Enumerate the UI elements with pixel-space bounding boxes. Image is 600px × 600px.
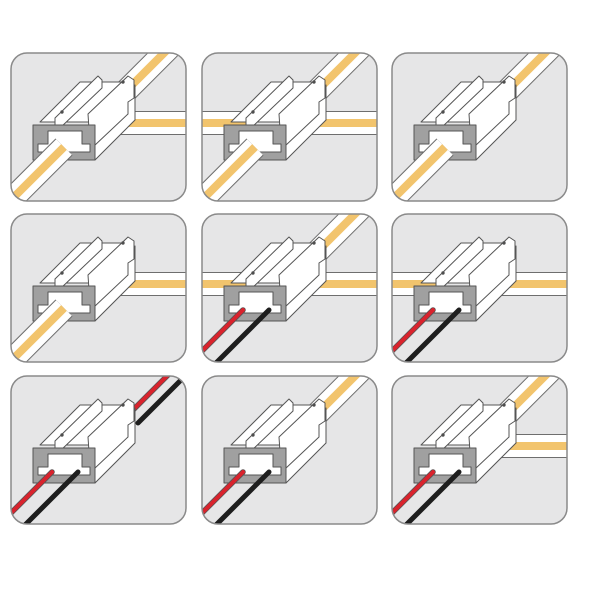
connector-body <box>223 236 327 322</box>
bottom-left-wires <box>392 469 462 524</box>
tile-strip-to-strip-cross <box>201 52 378 202</box>
connector-body <box>223 75 327 161</box>
connector-illustration <box>391 213 568 363</box>
bottom-left-wires <box>202 469 272 524</box>
connector-illustration <box>201 52 378 202</box>
tile-wire-to-strip-t-right <box>391 375 568 525</box>
tile-strip-to-strip-t-right <box>10 52 187 202</box>
bottom-left-strip <box>11 138 73 201</box>
bottom-left-wires <box>202 307 272 362</box>
tile-strip-to-strip-l-right <box>10 213 187 363</box>
connector-illustration <box>391 375 568 525</box>
tile-border <box>201 375 378 525</box>
tile-border <box>201 52 378 202</box>
connector-body <box>32 236 136 322</box>
tile-wire-to-strip-t <box>391 213 568 363</box>
connector-illustration <box>10 213 187 363</box>
tile-border <box>10 52 187 202</box>
tile-strip-to-strip-straight <box>391 52 568 202</box>
tile-border <box>391 375 568 525</box>
bottom-left-wires <box>392 307 462 362</box>
connector-body <box>413 75 517 161</box>
bottom-left-strip <box>11 299 73 362</box>
tile-border <box>391 213 568 363</box>
tile-border <box>391 52 568 202</box>
connector-body <box>413 236 517 322</box>
bottom-left-strip <box>202 138 264 201</box>
bottom-left-strip <box>392 138 454 201</box>
connector-illustration <box>10 375 187 525</box>
tile-wire-to-strip-cross <box>201 213 378 363</box>
connector-illustration <box>201 375 378 525</box>
connector-illustration <box>10 52 187 202</box>
bottom-left-wires <box>11 469 81 524</box>
tile-wire-to-wire <box>10 375 187 525</box>
tile-border <box>201 213 378 363</box>
tile-border <box>10 213 187 363</box>
connector-illustration <box>391 52 568 202</box>
tile-border <box>10 375 187 525</box>
connector-body <box>32 398 136 484</box>
connector-illustration <box>201 213 378 363</box>
connector-body <box>32 75 136 161</box>
top-right-wires <box>125 376 186 426</box>
tile-wire-to-strip-straight <box>201 375 378 525</box>
